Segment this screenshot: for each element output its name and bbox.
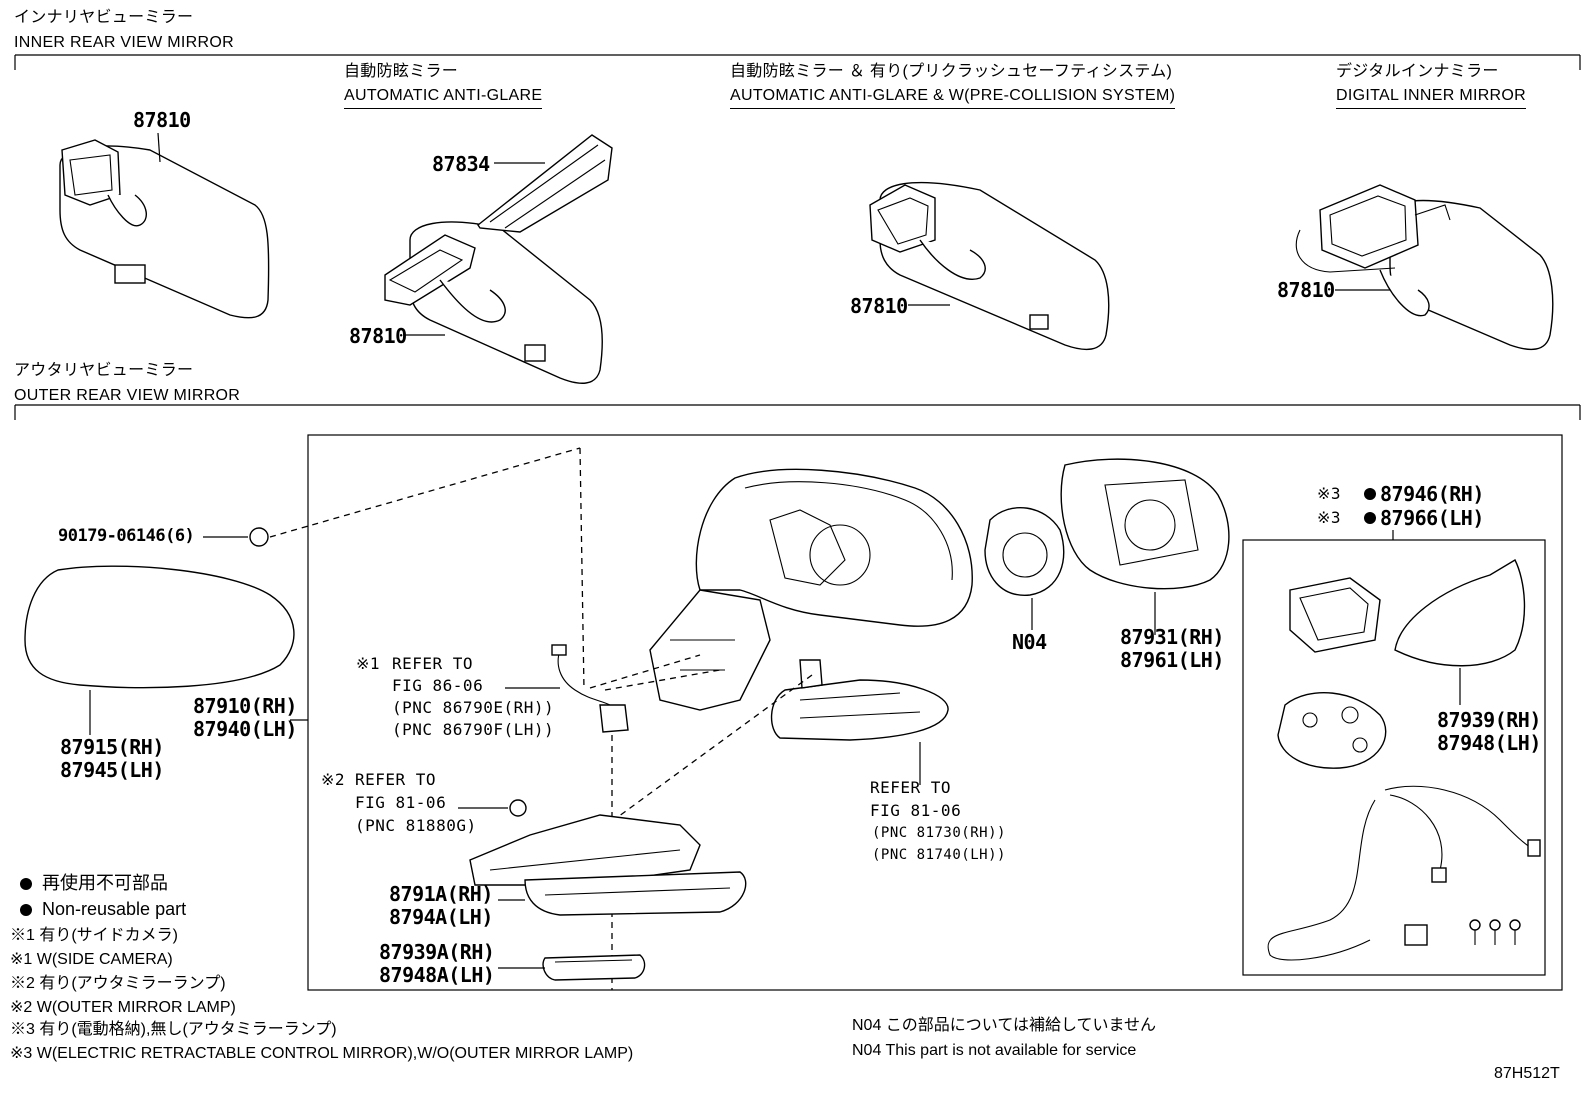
ref2-mark: ※2 xyxy=(321,770,346,789)
inner-mirror-aag-pcs-drawing xyxy=(869,181,1110,351)
part-number-cover-rh[interactable]: 87915(RH) xyxy=(60,735,164,759)
outer-section-title-jp: アウタリヤビューミラー xyxy=(14,362,194,379)
part-number-cover-lh[interactable]: 87945(LH) xyxy=(60,758,164,782)
part-number-lamp-lh[interactable]: 87948A(LH) xyxy=(379,963,495,987)
outer-section-title-en: OUTER REAR VIEW MIRROR xyxy=(14,387,241,404)
part-number-kit-rh[interactable]: 87946(RH) xyxy=(1380,482,1484,506)
inner-section-title-jp: インナリヤビューミラー xyxy=(14,9,194,26)
ref3-line2[interactable]: FIG 81-06 xyxy=(870,801,962,820)
inner-mirror-digital-drawing xyxy=(1295,184,1554,351)
legend-dot-icon xyxy=(20,904,32,916)
ref1-line1: REFER TO xyxy=(392,654,474,673)
outer-lamp-bulb-drawing xyxy=(458,799,527,817)
note3-jp: ※3 有り(電動格納),無し(アウタミラーランプ) xyxy=(10,1021,337,1038)
mirror-glass-drawing xyxy=(1060,458,1230,635)
legend-nonreuse-en: Non-reusable part xyxy=(42,899,187,919)
digital-title-en: DIGITAL INNER MIRROR xyxy=(1336,88,1527,109)
ref3-line3: (PNC 81730(RH)) xyxy=(872,825,1006,841)
kit-motor-drawing xyxy=(1289,577,1381,653)
part-number-base-lh[interactable]: 8794A(LH) xyxy=(389,905,493,929)
part-number-n04[interactable]: N04 xyxy=(1012,630,1047,654)
part-number-cap-rh[interactable]: 87939(RH) xyxy=(1437,708,1541,732)
legend-nonreuse-jp: 再使用不可部品 xyxy=(42,873,168,893)
part-number-assy-rh[interactable]: 87910(RH) xyxy=(193,694,297,718)
mirror-cover-drawing xyxy=(24,565,295,735)
ref1-line3: (PNC 86790E(RH)) xyxy=(392,698,555,717)
aag-title-jp: 自動防眩ミラー xyxy=(344,63,459,80)
ref2-line2[interactable]: FIG 81-06 xyxy=(355,793,447,812)
part-number-kit-lh[interactable]: 87966(LH) xyxy=(1380,506,1484,530)
part-number-87810-digital[interactable]: 87810 xyxy=(1277,278,1335,302)
part-number-clip[interactable]: 90179-06146(6) xyxy=(58,526,195,546)
aag-pcs-title-en: AUTOMATIC ANTI-GLARE & W(PRE-COLLISION S… xyxy=(730,88,1176,109)
digital-title-jp: デジタルインナミラー xyxy=(1336,63,1499,80)
part-number-base-rh[interactable]: 8791A(RH) xyxy=(389,882,493,906)
inner-section-title-en: INNER REAR VIEW MIRROR xyxy=(14,34,234,51)
mirror-base-drawing xyxy=(469,814,747,916)
part-number-87810-aag[interactable]: 87810 xyxy=(349,324,407,348)
note1-en: ※1 W(SIDE CAMERA) xyxy=(10,951,173,968)
actuator-n04-drawing xyxy=(984,506,1065,630)
part-number-glass-lh[interactable]: 87961(LH) xyxy=(1120,648,1224,672)
mirror-lamp-drawing xyxy=(498,954,646,981)
ref3-line1: REFER TO xyxy=(870,778,952,797)
figure-code: 87H512T xyxy=(1494,1065,1560,1082)
part-number-87834[interactable]: 87834 xyxy=(432,152,490,176)
part-number-cap-lh[interactable]: 87948(LH) xyxy=(1437,731,1541,755)
part-number-87810-aag-pcs[interactable]: 87810 xyxy=(850,294,908,318)
side-camera-drawing xyxy=(505,644,721,990)
aag-title-en: AUTOMATIC ANTI-GLARE xyxy=(344,88,543,109)
inner-section-bracket xyxy=(14,54,1581,70)
inner-mirror-aag-drawing xyxy=(384,134,613,384)
kit-harness-drawing xyxy=(1267,785,1541,961)
clip-drawing xyxy=(203,447,585,691)
outer-section-bracket xyxy=(14,404,1581,420)
n04-note-en: N04 This part is not available for servi… xyxy=(852,1042,1137,1059)
kit-plate-drawing xyxy=(1277,692,1387,769)
kit-cover-drawing xyxy=(1392,530,1526,705)
ref2-line1: REFER TO xyxy=(355,770,437,789)
aag-pcs-title-jp: 自動防眩ミラー ＆ 有り(プリクラッシュセーフティシステム) xyxy=(730,63,1173,80)
ref3-line4: (PNC 81740(LH)) xyxy=(872,847,1006,863)
kit-dot-icon xyxy=(1364,488,1376,500)
turn-lamp-drawing xyxy=(599,659,949,831)
note2-jp: ※2 有り(アウタミラーランプ) xyxy=(10,975,226,992)
part-number-87810-plain[interactable]: 87810 xyxy=(133,108,191,132)
part-number-glass-rh[interactable]: 87931(RH) xyxy=(1120,625,1224,649)
inner-mirror-plain-drawing xyxy=(59,132,270,319)
ref2-line3: (PNC 81880G) xyxy=(355,816,477,835)
part-number-lamp-rh[interactable]: 87939A(RH) xyxy=(379,940,495,964)
kit-note-mark-2: ※3 xyxy=(1317,508,1342,527)
note3-en: ※3 W(ELECTRIC RETRACTABLE CONTROL MIRROR… xyxy=(10,1045,634,1062)
part-number-assy-lh[interactable]: 87940(LH) xyxy=(193,717,297,741)
ref1-line2[interactable]: FIG 86-06 xyxy=(392,676,484,695)
legend-dot-icon xyxy=(20,878,32,890)
kit-frame xyxy=(1242,539,1546,976)
ref1-mark: ※1 xyxy=(356,654,381,673)
outer-assembly-frame xyxy=(307,434,1563,991)
note1-jp: ※1 有り(サイドカメラ) xyxy=(10,927,179,944)
n04-note-jp: N04 この部品については補給していません xyxy=(852,1017,1157,1034)
ref1-line4: (PNC 86790F(LH)) xyxy=(392,720,555,739)
mirror-housing-drawing xyxy=(649,468,973,711)
kit-dot-icon xyxy=(1364,512,1376,524)
note2-en: ※2 W(OUTER MIRROR LAMP) xyxy=(10,999,236,1016)
kit-note-mark-1: ※3 xyxy=(1317,484,1342,503)
